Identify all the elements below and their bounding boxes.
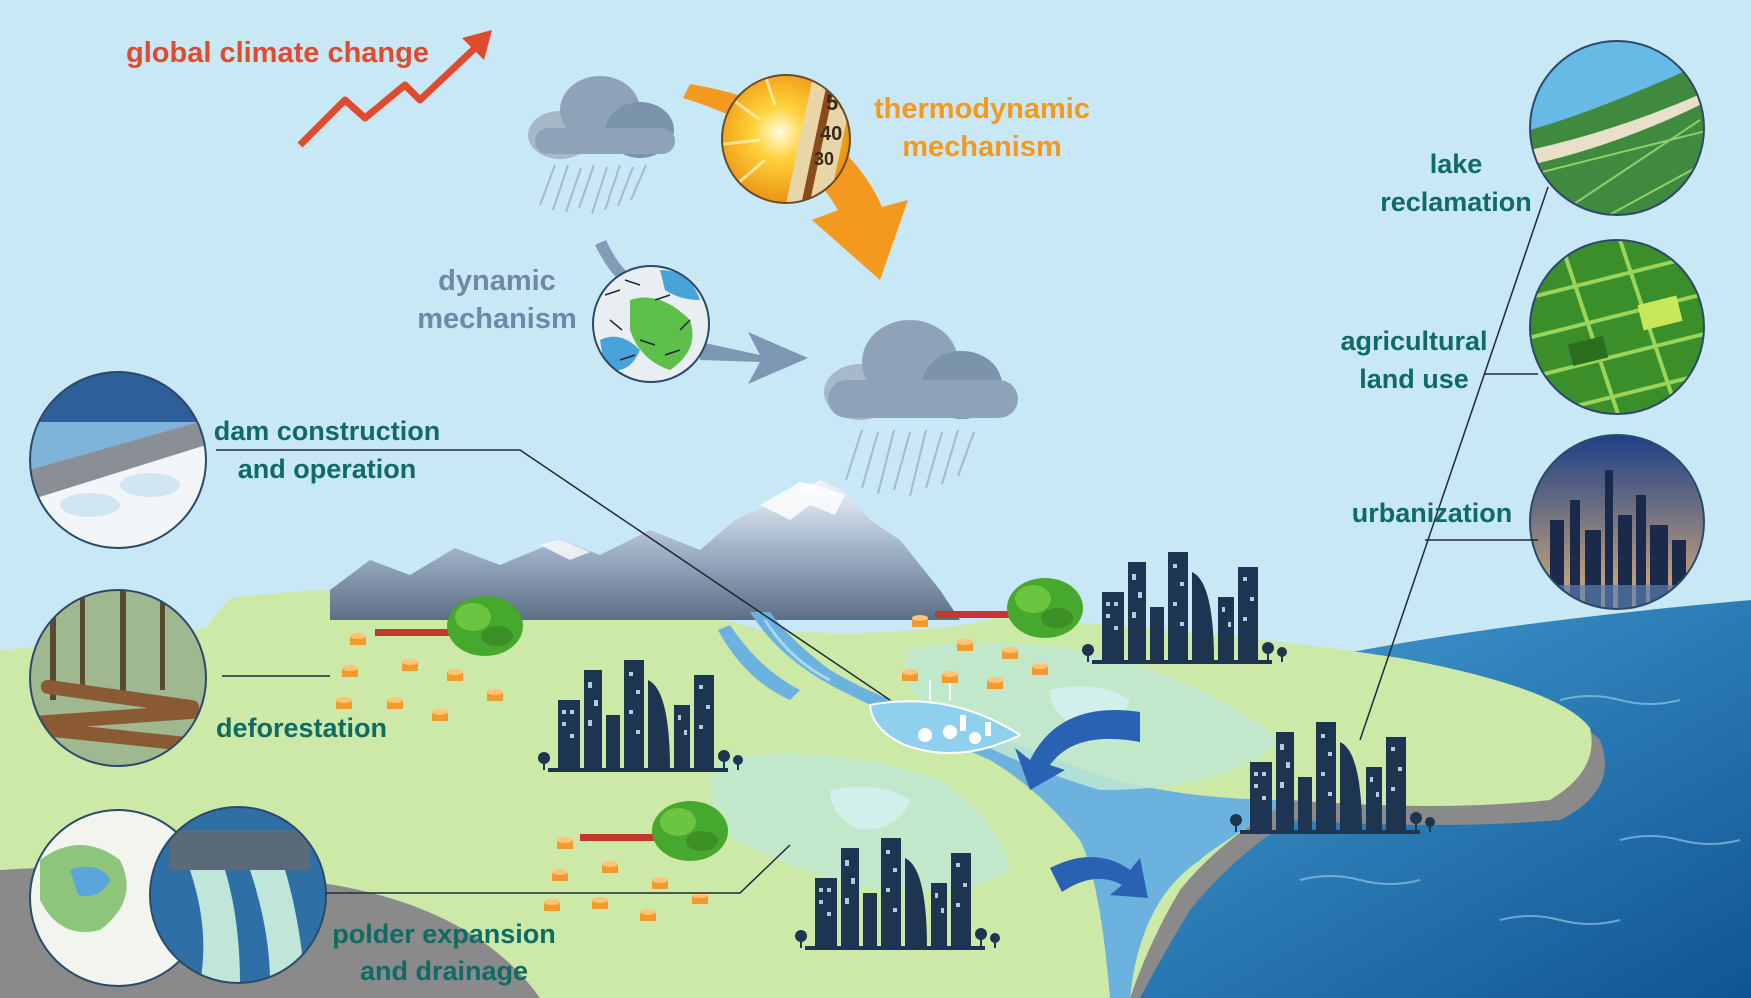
label-thermodynamic-mechanism: mechanism xyxy=(902,131,1062,163)
label-thermodynamic: thermodynamic xyxy=(874,93,1090,125)
flood-arrow-south xyxy=(1050,856,1148,898)
label-deforestation: deforestation xyxy=(216,713,387,743)
dam-photo xyxy=(29,371,207,549)
label-dam-operation: and operation xyxy=(238,454,417,484)
thermometer-tick-40: 40 xyxy=(820,123,842,145)
cloud-upper xyxy=(528,76,675,159)
dynamic-arrow xyxy=(700,332,808,384)
label-urbanization: urbanization xyxy=(1352,498,1513,528)
thermometer-tick-30: 30 xyxy=(814,149,834,169)
label-drainage: and drainage xyxy=(360,956,528,986)
label-land-use: land use xyxy=(1359,364,1469,394)
thermodynamic-arrow xyxy=(683,84,908,280)
label-dam-construction: dam construction xyxy=(214,416,441,446)
label-global-climate-change: global climate change xyxy=(126,37,429,69)
label-polder-expansion: polder expansion xyxy=(332,919,556,949)
mountain-range xyxy=(330,480,960,620)
climate-trend-arrow xyxy=(297,45,478,148)
rain-lower xyxy=(845,429,975,497)
wind-field-map-photo xyxy=(592,265,710,383)
dam-site xyxy=(868,678,1023,754)
sun-thermometer-photo: 50 40 30 xyxy=(721,74,851,204)
label-lake: lake xyxy=(1430,149,1483,179)
cloud-lower xyxy=(824,320,1018,420)
label-dynamic: dynamic xyxy=(438,265,556,297)
label-agricultural: agricultural xyxy=(1340,326,1487,356)
leader-lines xyxy=(216,186,1549,894)
deforestation-photo xyxy=(29,589,207,767)
drainage-pump-photo xyxy=(149,806,327,984)
climate-trend-arrowhead xyxy=(462,30,492,60)
flood-arrow-east xyxy=(1015,710,1140,790)
urbanization-photo xyxy=(1529,434,1705,610)
label-reclamation: reclamation xyxy=(1380,187,1532,217)
label-dynamic-mechanism: mechanism xyxy=(417,303,577,335)
rain-upper xyxy=(539,164,647,215)
lake-reclamation-photo xyxy=(1529,40,1705,216)
